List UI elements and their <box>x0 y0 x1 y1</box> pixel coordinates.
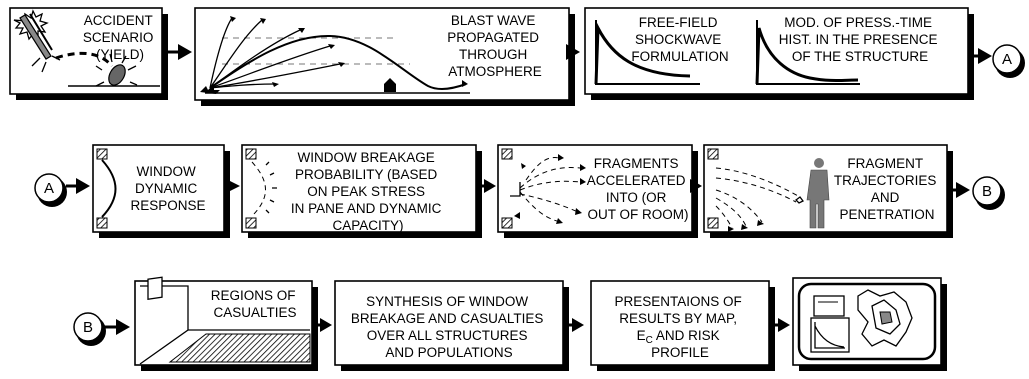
presentation-box: PRESENTAIONS OF RESULTS BY MAP, EC AND R… <box>590 280 775 371</box>
connector-b-out: B <box>972 176 1005 210</box>
arrow-2 <box>566 44 580 60</box>
arrow-12 <box>775 318 790 332</box>
connector-a-in: A <box>34 173 67 207</box>
blast-wave-plot <box>200 16 470 94</box>
svg-text:A: A <box>44 180 54 197</box>
window-label: WINDOW DYNAMIC RESPONSE <box>130 164 205 213</box>
arrow-10 <box>318 318 332 332</box>
svg-text:A: A <box>1002 51 1012 68</box>
display-terminal-box <box>792 277 947 371</box>
arrow-1 <box>168 44 192 60</box>
svg-text:B: B <box>83 319 93 336</box>
breakage-label: WINDOW BREAKAGE PROBABILITY (BASED ON PE… <box>291 150 445 233</box>
trajectory-lines <box>715 167 799 232</box>
connector-a-out: A <box>992 44 1025 78</box>
arrow-11 <box>569 318 584 332</box>
connector-b-in: B <box>73 312 106 346</box>
arrow-7 <box>690 179 702 193</box>
arrow-6 <box>482 179 496 193</box>
blast-label: BLAST WAVE PROPAGATED THROUGH ATMOSPHERE <box>447 13 543 79</box>
trajectories-box: FRAGMENT TRAJECTORIES AND PENETRATION <box>703 144 953 238</box>
contour-map-icon <box>857 289 913 347</box>
synthesis-box: SYNTHESIS OF WINDOW BREAKAGE AND CASUALT… <box>334 280 569 371</box>
arrow-9 <box>105 319 130 335</box>
accident-scenario-box: ACCIDENT SCENARIO (YIELD) <box>9 7 168 100</box>
person-silhouette-icon <box>795 158 830 229</box>
window-response-box: WINDOW DYNAMIC RESPONSE <box>92 144 230 238</box>
arrow-3 <box>974 48 992 64</box>
broken-pane <box>251 161 266 217</box>
fragments-box: FRAGMENTS ACCELERATED INTO (OR OUT OF RO… <box>497 144 698 238</box>
breakage-probability-box: WINDOW BREAKAGE PROBABILITY (BASED ON PE… <box>241 144 482 238</box>
regions-label: REGIONS OF CASUALTIES <box>211 288 300 320</box>
mod-press-label: MOD. OF PRESS.-TIME HIST. IN THE PRESENC… <box>779 15 942 64</box>
arrow-5 <box>224 180 240 192</box>
synthesis-label: SYNTHESIS OF WINDOW BREAKAGE AND CASUALT… <box>351 294 547 360</box>
free-field-label: FREE-FIELD SHOCKWAVE FORMULATION <box>631 15 728 64</box>
regions-box: REGIONS OF CASUALTIES <box>134 276 318 371</box>
deflected-pane <box>101 159 117 218</box>
arrow-8 <box>953 182 970 198</box>
accident-label: ACCIDENT SCENARIO (YIELD) <box>83 13 157 62</box>
fragments-label: FRAGMENTS ACCELERATED INTO (OR OUT OF RO… <box>587 156 690 222</box>
arrow-4 <box>66 178 90 194</box>
shockwave-box: FREE-FIELD SHOCKWAVE FORMULATION MOD. OF… <box>584 7 974 100</box>
blast-wave-box: BLAST WAVE PROPAGATED THROUGH ATMOSPHERE <box>194 7 575 106</box>
svg-text:B: B <box>982 183 992 200</box>
free-field-plot <box>594 20 860 85</box>
fragment-arrows <box>510 154 586 224</box>
trajectories-label: FRAGMENT TRAJECTORIES AND PENETRATION <box>834 156 940 222</box>
room-perspective-icon <box>139 276 311 365</box>
presentation-label: PRESENTAIONS OF RESULTS BY MAP, EC AND R… <box>614 294 745 360</box>
missile-explosion-icon <box>13 9 160 87</box>
